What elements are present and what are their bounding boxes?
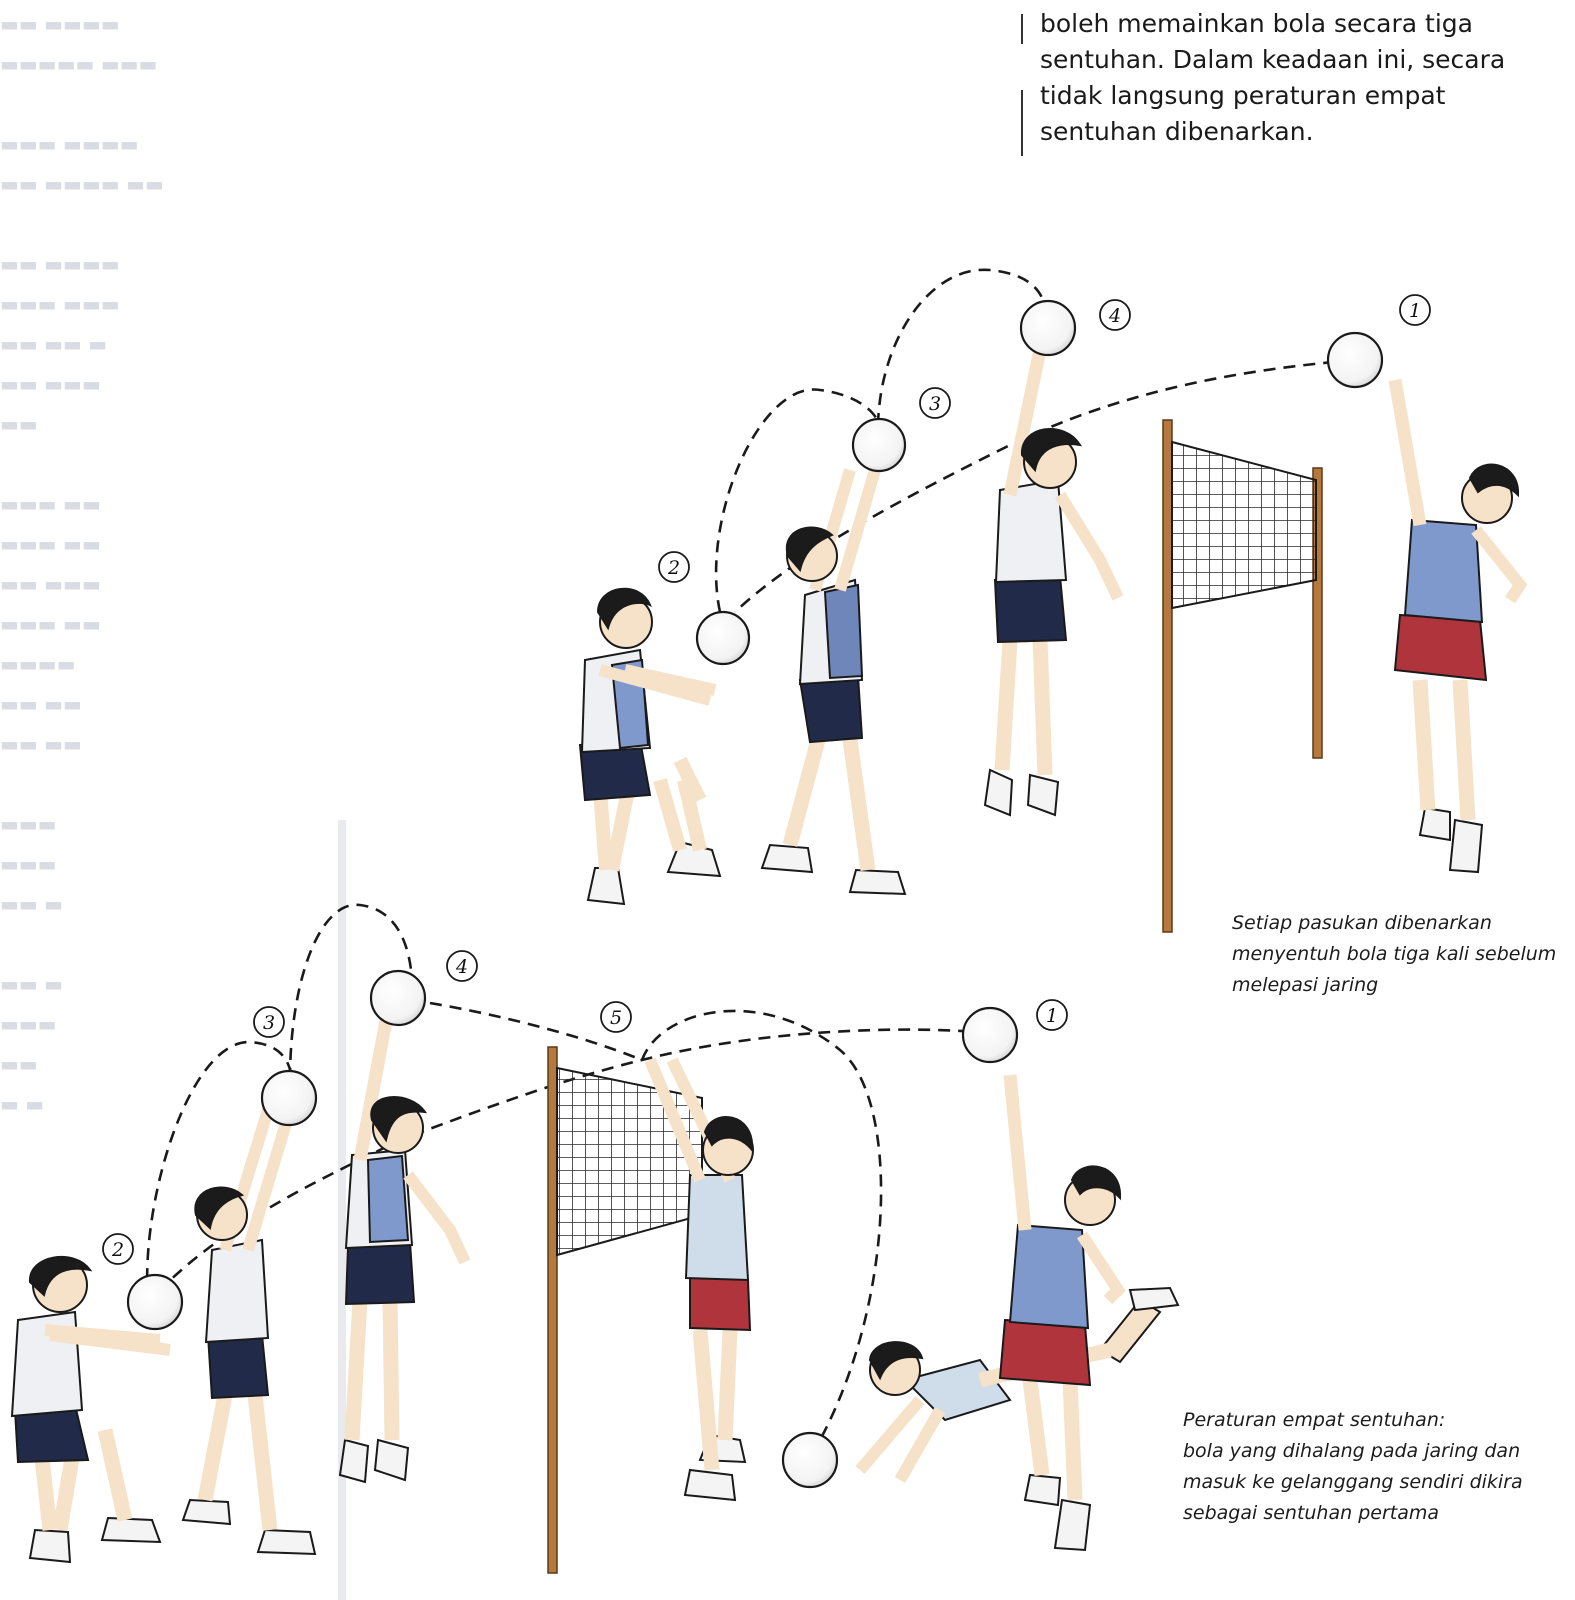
- svg-text:5: 5: [610, 1007, 622, 1029]
- net-mesh: [1171, 440, 1317, 610]
- body-line: boleh memainkan bola secara tiga: [1040, 9, 1473, 38]
- player-setter: [760, 468, 907, 896]
- volleyball: [260, 1069, 318, 1127]
- caption-line: menyentuh bola tiga kali sebelum: [1232, 943, 1557, 965]
- svg-text:1: 1: [1046, 1005, 1058, 1027]
- bottom-scene: 2 3 4 5 1: [10, 903, 1180, 1574]
- volleyball-net: [1162, 419, 1323, 933]
- net-pole: [1312, 467, 1323, 759]
- touch-marker-bottom-5: 5: [600, 1001, 632, 1033]
- touch-marker-top-3: 3: [919, 387, 951, 419]
- player-spiker: [983, 348, 1124, 817]
- trajectory-path: [429, 1001, 643, 1062]
- body-line: tidak langsung peraturan empat: [1040, 81, 1446, 110]
- bleed-through-text: ▬▬ ▬▬▬▬▬▬▬▬▬ ▬▬▬ ▬▬▬ ▬▬▬▬▬▬ ▬▬▬▬ ▬▬ ▬▬ ▬…: [0, 12, 164, 1116]
- volleyball: [851, 417, 907, 473]
- body-paragraph: boleh memainkan bola secara tiga sentuha…: [1040, 6, 1560, 150]
- touch-marker-bottom-1: 1: [1036, 999, 1068, 1031]
- caption-top: Setiap pasukan dibenarkan menyentuh bola…: [1232, 908, 1556, 1001]
- caption-line: Setiap pasukan dibenarkan: [1232, 912, 1492, 934]
- net-mesh: [556, 1066, 703, 1257]
- caption-line: Peraturan empat sentuhan:: [1183, 1409, 1446, 1431]
- trajectory-path: [714, 388, 882, 613]
- touch-marker-top-4: 4: [1099, 299, 1131, 331]
- volleyball: [1326, 331, 1384, 389]
- svg-text:3: 3: [263, 1012, 275, 1034]
- trajectory-path: [876, 268, 1050, 426]
- caption-line: bola yang dihalang pada jaring dan: [1183, 1440, 1521, 1462]
- player-opponent: [1388, 378, 1528, 874]
- net-pole: [1162, 419, 1173, 933]
- touch-marker-top-2: 2: [658, 551, 690, 583]
- touch-marker-bottom-3: 3: [253, 1006, 285, 1038]
- player-spiker: [338, 1008, 471, 1484]
- volleyball-net: [547, 1046, 703, 1574]
- volleyball: [961, 1006, 1019, 1064]
- volleyball: [781, 1431, 839, 1489]
- trajectory-path: [145, 1040, 294, 1301]
- caption-line: melepasi jaring: [1232, 974, 1379, 996]
- body-line: sentuhan. Dalam keadaan ini, secara: [1040, 45, 1506, 74]
- caption-line: masuk ke gelanggang sendiri dikira: [1183, 1471, 1523, 1493]
- volleyball: [126, 1273, 184, 1331]
- player-blocker: [644, 1057, 754, 1502]
- touch-marker-bottom-4: 4: [446, 950, 478, 982]
- volleyball: [369, 969, 427, 1027]
- player-passer: [10, 1256, 171, 1564]
- trajectory-path: [734, 358, 1356, 613]
- svg-text:2: 2: [111, 1239, 124, 1261]
- trajectory-path: [288, 903, 414, 1081]
- volleyball: [695, 610, 751, 666]
- net-pole: [547, 1046, 558, 1574]
- svg-text:3: 3: [929, 393, 941, 415]
- caption-bottom: Peraturan empat sentuhan: bola yang diha…: [1183, 1405, 1523, 1529]
- svg-text:2: 2: [667, 557, 680, 579]
- top-scene: 2 3 4 1: [578, 268, 1528, 933]
- player-passer: [578, 587, 722, 906]
- body-line: sentuhan dibenarkan.: [1040, 117, 1314, 146]
- player-opponent: [998, 1074, 1126, 1552]
- page-fold-shadow: [338, 820, 346, 1600]
- trajectory-path: [159, 1028, 991, 1291]
- svg-text:1: 1: [1409, 300, 1421, 322]
- margin-rule-top: [1021, 14, 1023, 44]
- player-digger: [855, 1286, 1180, 1483]
- margin-rule-bottom: [1021, 90, 1023, 156]
- caption-line: sebagai sentuhan pertama: [1183, 1502, 1440, 1524]
- player-setter: [181, 1108, 317, 1556]
- svg-text:4: 4: [1108, 305, 1121, 327]
- touch-marker-bottom-2: 2: [102, 1233, 134, 1265]
- volleyball: [1019, 299, 1077, 357]
- trajectory-path: [640, 1009, 883, 1441]
- svg-text:4: 4: [455, 956, 468, 978]
- touch-marker-top-1: 1: [1399, 294, 1431, 326]
